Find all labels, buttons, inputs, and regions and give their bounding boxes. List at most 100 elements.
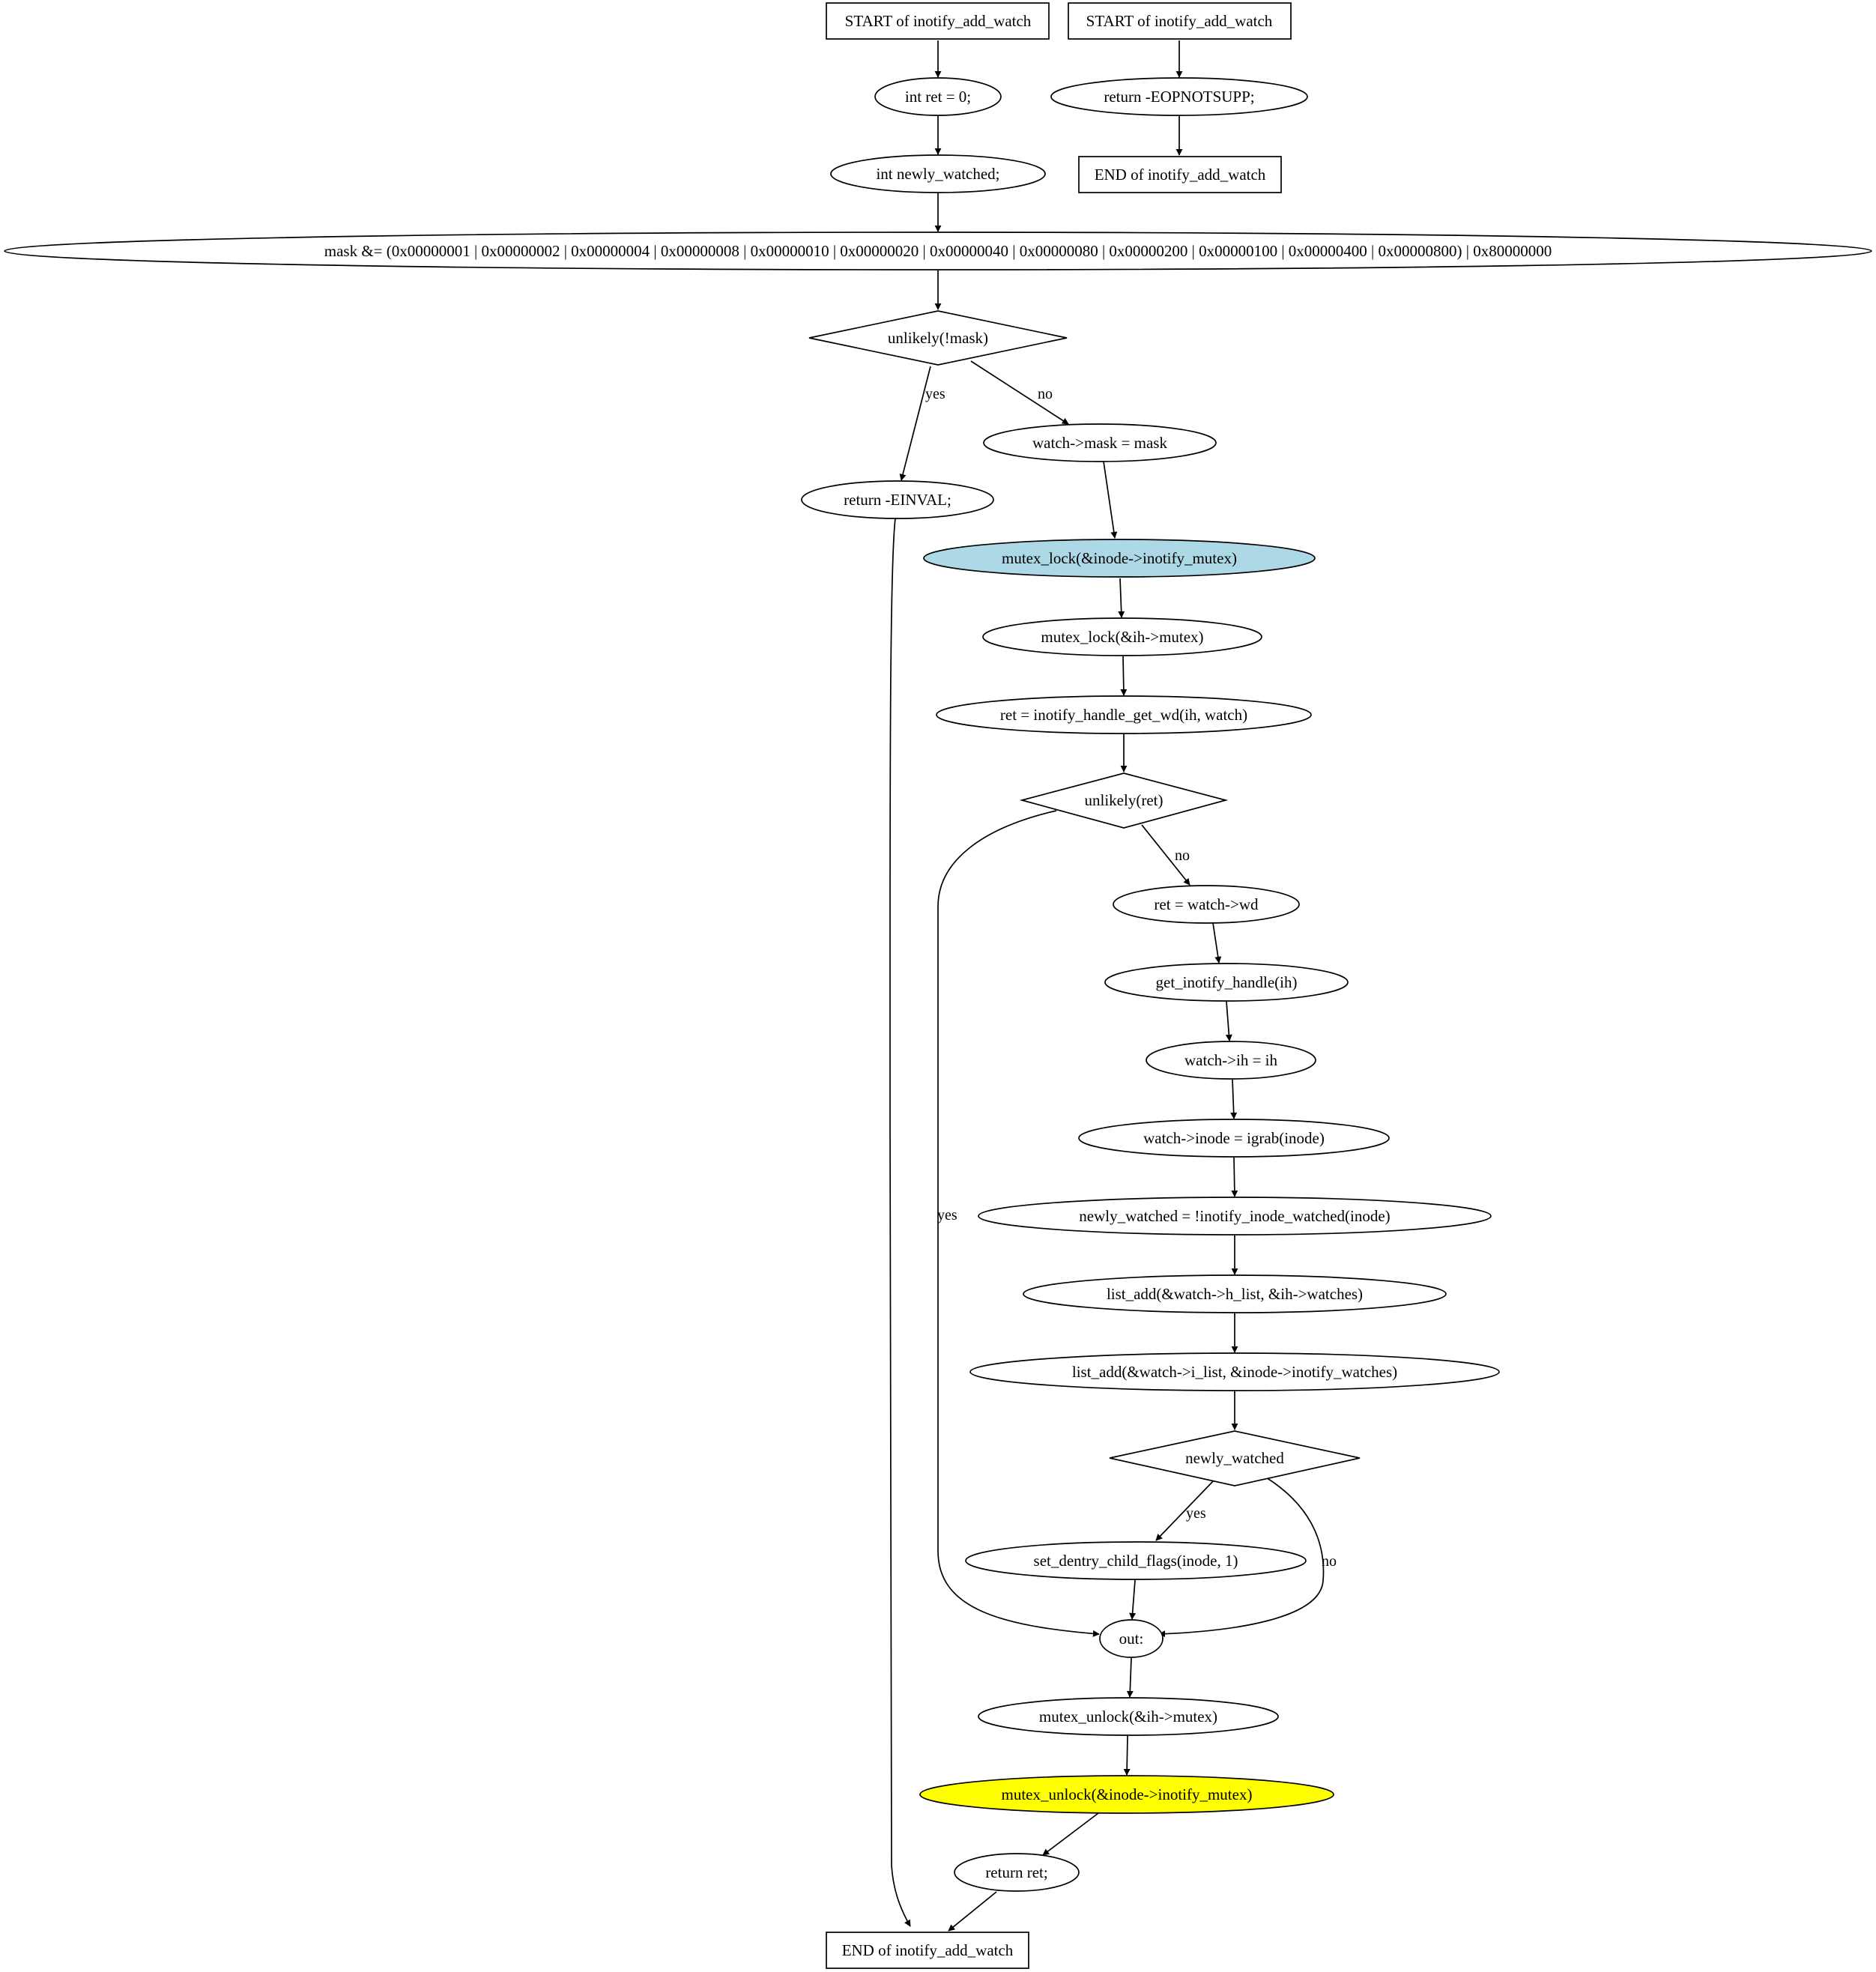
node-list-add-h: list_add(&watch->h_list, &ih->watches) <box>1023 1274 1447 1313</box>
node-label: mutex_lock(&inode->inotify_mutex) <box>1002 549 1237 567</box>
edge-out-to-unlock-ih <box>1126 1657 1134 1698</box>
node-int-newly: int newly_watched; <box>830 154 1046 193</box>
node-shape <box>978 1197 1492 1235</box>
node-watch-mask: watch->mask = mask <box>983 423 1217 462</box>
node-newly-cond: newly_watched <box>1109 1430 1361 1486</box>
node-start-b: START of inotify_add_watch <box>1068 2 1292 40</box>
node-shape <box>808 310 1068 366</box>
node-ret-get-wd: ret = inotify_handle_get_wd(ih, watch) <box>936 695 1312 734</box>
edge-unlock-inode-to-return-ret <box>1042 1812 1099 1856</box>
node-shape <box>1068 2 1292 40</box>
node-shape <box>1146 1041 1316 1080</box>
node-shape <box>826 2 1050 40</box>
node-list-add-i: list_add(&watch->i_list, &inode->inotify… <box>969 1352 1500 1391</box>
node-shape <box>1023 1274 1447 1313</box>
node-return-eopnotsupp: return -EOPNOTSUPP; <box>1050 77 1308 116</box>
edge-return-einval-to-end-a <box>889 518 911 1927</box>
edge-newly-cond-no <box>1158 1477 1325 1638</box>
node-unlikely-mask: unlikely(!mask) <box>808 310 1068 366</box>
node-shape <box>919 1775 1334 1814</box>
node-label: newly_watched = !inotify_inode_watched(i… <box>1079 1207 1390 1225</box>
node-mask-and: mask &= (0x00000001 | 0x00000002 | 0x000… <box>4 232 1872 270</box>
edge-unlikely-ret-no <box>1141 824 1190 886</box>
node-mutex-lock-ih: mutex_lock(&ih->mutex) <box>982 617 1262 656</box>
edge-unlikely-ret-yes <box>937 810 1100 1637</box>
label-ret-no: no <box>1175 847 1190 864</box>
edge-newly-cond-yes <box>1155 1480 1214 1541</box>
label-newly-no: no <box>1322 1553 1337 1570</box>
edge-watch-mask-to-lock-inode <box>1103 461 1118 539</box>
edge-set-dentry-to-out <box>1129 1579 1137 1620</box>
node-label: ret = inotify_handle_get_wd(ih, watch) <box>1000 706 1247 724</box>
node-shape <box>936 695 1312 734</box>
edge-unlikely-mask-no <box>970 360 1069 425</box>
node-shape <box>1104 963 1349 1002</box>
node-shape <box>982 617 1262 656</box>
node-set-dentry: set_dentry_child_flags(inode, 1) <box>965 1541 1307 1580</box>
node-shape <box>954 1853 1080 1892</box>
node-shape <box>1078 1119 1390 1158</box>
node-shape <box>4 232 1872 270</box>
node-label: return ret; <box>985 1863 1047 1881</box>
label-mask-no: no <box>1038 386 1053 402</box>
node-label: unlikely(ret) <box>1085 791 1164 809</box>
node-shape <box>1109 1430 1361 1486</box>
node-label: unlikely(!mask) <box>888 329 988 347</box>
node-label: get_inotify_handle(ih) <box>1156 973 1298 991</box>
edge-unlock-ih-to-unlock-inode <box>1123 1735 1131 1776</box>
edge-lock-ih-to-get-wd <box>1120 656 1128 696</box>
node-start-a: START of inotify_add_watch <box>826 2 1050 40</box>
node-shape <box>1078 156 1282 193</box>
node-label: set_dentry_child_flags(inode, 1) <box>1034 1552 1238 1570</box>
node-mutex-lock-inode: mutex_lock(&inode->inotify_mutex) <box>923 539 1316 578</box>
node-shape <box>801 480 994 519</box>
node-shape <box>965 1541 1307 1580</box>
node-watch-ih: watch->ih = ih <box>1146 1041 1316 1080</box>
node-shape <box>978 1697 1279 1736</box>
node-label: newly_watched <box>1185 1449 1284 1467</box>
edge-watch-ih-to-watch-inode <box>1230 1079 1238 1119</box>
node-shape <box>830 154 1046 193</box>
edge-lock-inode-to-lock-ih <box>1118 578 1125 618</box>
edge-unlikely-mask-yes <box>899 366 931 481</box>
edge-watch-inode-to-newly-assign <box>1231 1157 1238 1197</box>
node-label: list_add(&watch->i_list, &inode->inotify… <box>1072 1363 1397 1381</box>
node-label: list_add(&watch->h_list, &ih->watches) <box>1107 1285 1363 1303</box>
node-label: END of inotify_add_watch <box>842 1941 1014 1959</box>
node-newly-assign: newly_watched = !inotify_inode_watched(i… <box>978 1197 1492 1235</box>
node-mutex-unlock-inode: mutex_unlock(&inode->inotify_mutex) <box>919 1775 1334 1814</box>
node-label: return -EOPNOTSUPP; <box>1104 88 1254 106</box>
node-int-ret: int ret = 0; <box>874 77 1002 116</box>
node-shape <box>969 1352 1500 1391</box>
node-label: return -EINVAL; <box>844 491 951 509</box>
label-mask-yes: yes <box>925 386 945 402</box>
node-label: out: <box>1119 1630 1144 1648</box>
nodes: START of inotify_add_watch START of inot… <box>4 2 1872 1969</box>
node-label: START of inotify_add_watch <box>845 12 1032 30</box>
node-label: mutex_unlock(&inode->inotify_mutex) <box>1002 1785 1253 1803</box>
node-mutex-unlock-ih: mutex_unlock(&ih->mutex) <box>978 1697 1279 1736</box>
node-ret-watch-wd: ret = watch->wd <box>1113 885 1300 924</box>
node-label: watch->inode = igrab(inode) <box>1143 1129 1325 1147</box>
node-label: int newly_watched; <box>876 165 999 183</box>
node-unlikely-ret: unlikely(ret) <box>1019 772 1229 829</box>
node-get-inotify-handle: get_inotify_handle(ih) <box>1104 963 1349 1002</box>
node-label: mutex_lock(&ih->mutex) <box>1041 628 1203 646</box>
node-label: mutex_unlock(&ih->mutex) <box>1039 1708 1217 1726</box>
label-newly-yes: yes <box>1186 1505 1206 1522</box>
node-label: ret = watch->wd <box>1154 895 1259 913</box>
node-return-ret: return ret; <box>954 1853 1080 1892</box>
node-label: int ret = 0; <box>905 88 971 106</box>
node-watch-inode: watch->inode = igrab(inode) <box>1078 1119 1390 1158</box>
edges: yes no no yes yes no <box>889 40 1337 1932</box>
label-ret-yes: yes <box>937 1207 957 1224</box>
edge-return-ret-to-end-a <box>948 1891 997 1932</box>
node-label: END of inotify_add_watch <box>1095 166 1266 184</box>
node-label: mask &= (0x00000001 | 0x00000002 | 0x000… <box>324 242 1552 260</box>
node-shape <box>1050 77 1308 116</box>
node-label: watch->mask = mask <box>1032 434 1167 452</box>
node-label: START of inotify_add_watch <box>1086 12 1273 30</box>
node-shape <box>1019 772 1229 829</box>
node-shape <box>923 539 1316 578</box>
